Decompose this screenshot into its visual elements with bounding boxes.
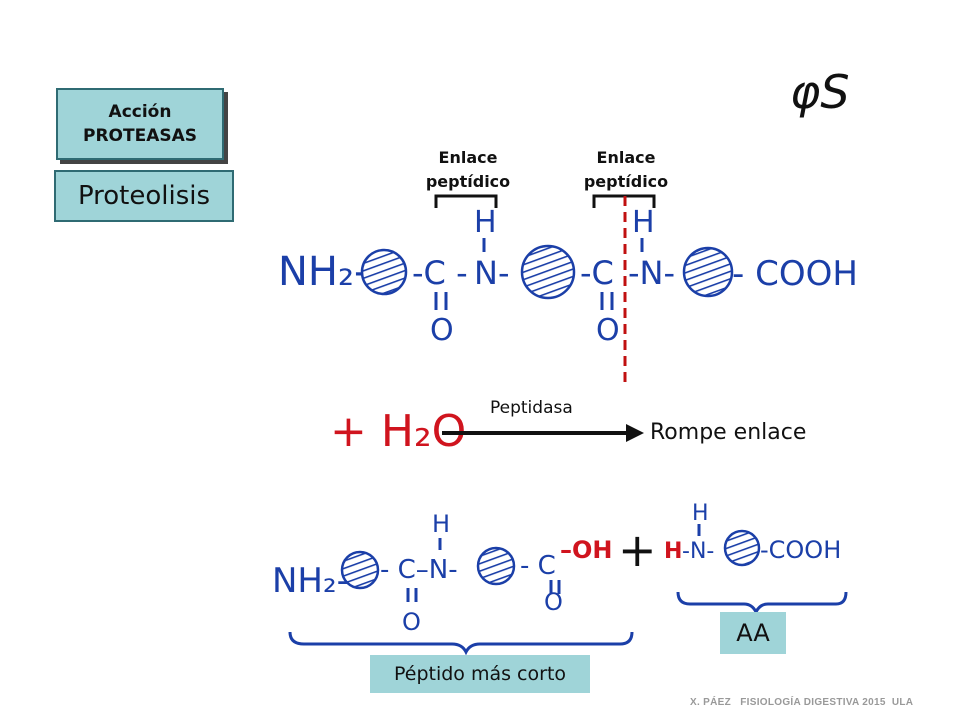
- top-cooh: - COOH: [732, 254, 858, 294]
- aa-label-box: AA: [720, 612, 786, 654]
- top-h1: H: [474, 205, 497, 240]
- rompe-enlace-label: Rompe enlace: [650, 420, 807, 445]
- proteolisis-box: Proteolisis: [54, 170, 234, 222]
- bottom-h1: H: [432, 510, 450, 538]
- top-o1: O: [430, 313, 454, 348]
- bottom-nh2: NH₂-: [272, 561, 349, 601]
- proteasas-label: PROTEASAS: [82, 126, 197, 146]
- bottom-o2: O: [544, 588, 563, 616]
- peptidasa-label: Peptidasa: [490, 398, 573, 418]
- enlace-peptidico-label-1: Enlace peptídico: [413, 146, 523, 194]
- product-residue-circle-2: [476, 546, 516, 586]
- product-residue-circle-1: [340, 550, 380, 590]
- residue-circle-1: [360, 248, 408, 296]
- top-nh2: NH₂-: [278, 249, 368, 295]
- accion-proteasas-box: Acción PROTEASAS: [56, 88, 224, 160]
- proteolisis-label: Proteolisis: [77, 181, 211, 211]
- peptido-label-box: Péptido más corto: [370, 655, 590, 693]
- aa-brace: [676, 591, 848, 616]
- top-c1: -C -: [412, 254, 468, 292]
- top-c2: -C: [580, 254, 614, 292]
- peptide-brace: [288, 631, 634, 656]
- bottom-c2: - C: [520, 551, 556, 581]
- accion-label: Acción: [108, 102, 172, 122]
- bottom-cooh: -COOH: [760, 536, 841, 564]
- residue-circle-2: [520, 244, 576, 300]
- enlace-label-2-line1: Enlace: [596, 148, 656, 167]
- enlace-label-1-line1: Enlace: [438, 148, 498, 167]
- bottom-oh: –OH: [560, 536, 613, 564]
- top-o2: O: [596, 313, 620, 348]
- bottom-o1: O: [402, 608, 421, 636]
- bottom-n: -N-: [682, 539, 714, 564]
- aa-label: AA: [736, 619, 770, 647]
- top-h2: H: [632, 205, 655, 240]
- residue-circle-3: [682, 246, 734, 298]
- bottom-h2: H: [692, 501, 709, 526]
- bottom-plus: +: [618, 523, 657, 577]
- bottom-h-red: H: [664, 539, 682, 564]
- enlace-label-2-line2: peptídico: [583, 172, 669, 191]
- product-residue-circle-3: [723, 529, 761, 567]
- bottom-c1: - C–N-: [380, 555, 458, 585]
- enlace-peptidico-label-2: Enlace peptídico: [571, 146, 681, 194]
- footer-credit: X. PÁEZ FISIOLOGÍA DIGESTIVA 2015 ULA: [690, 697, 914, 708]
- peptido-label: Péptido más corto: [393, 663, 567, 685]
- enlace-label-1-line2: peptídico: [425, 172, 511, 191]
- bracket-enlace-1: [434, 194, 498, 208]
- top-n2: -N-: [628, 254, 675, 292]
- signature-mark: φS: [790, 65, 850, 119]
- top-n1: N-: [474, 254, 509, 292]
- reaction-arrow-head: [626, 424, 644, 442]
